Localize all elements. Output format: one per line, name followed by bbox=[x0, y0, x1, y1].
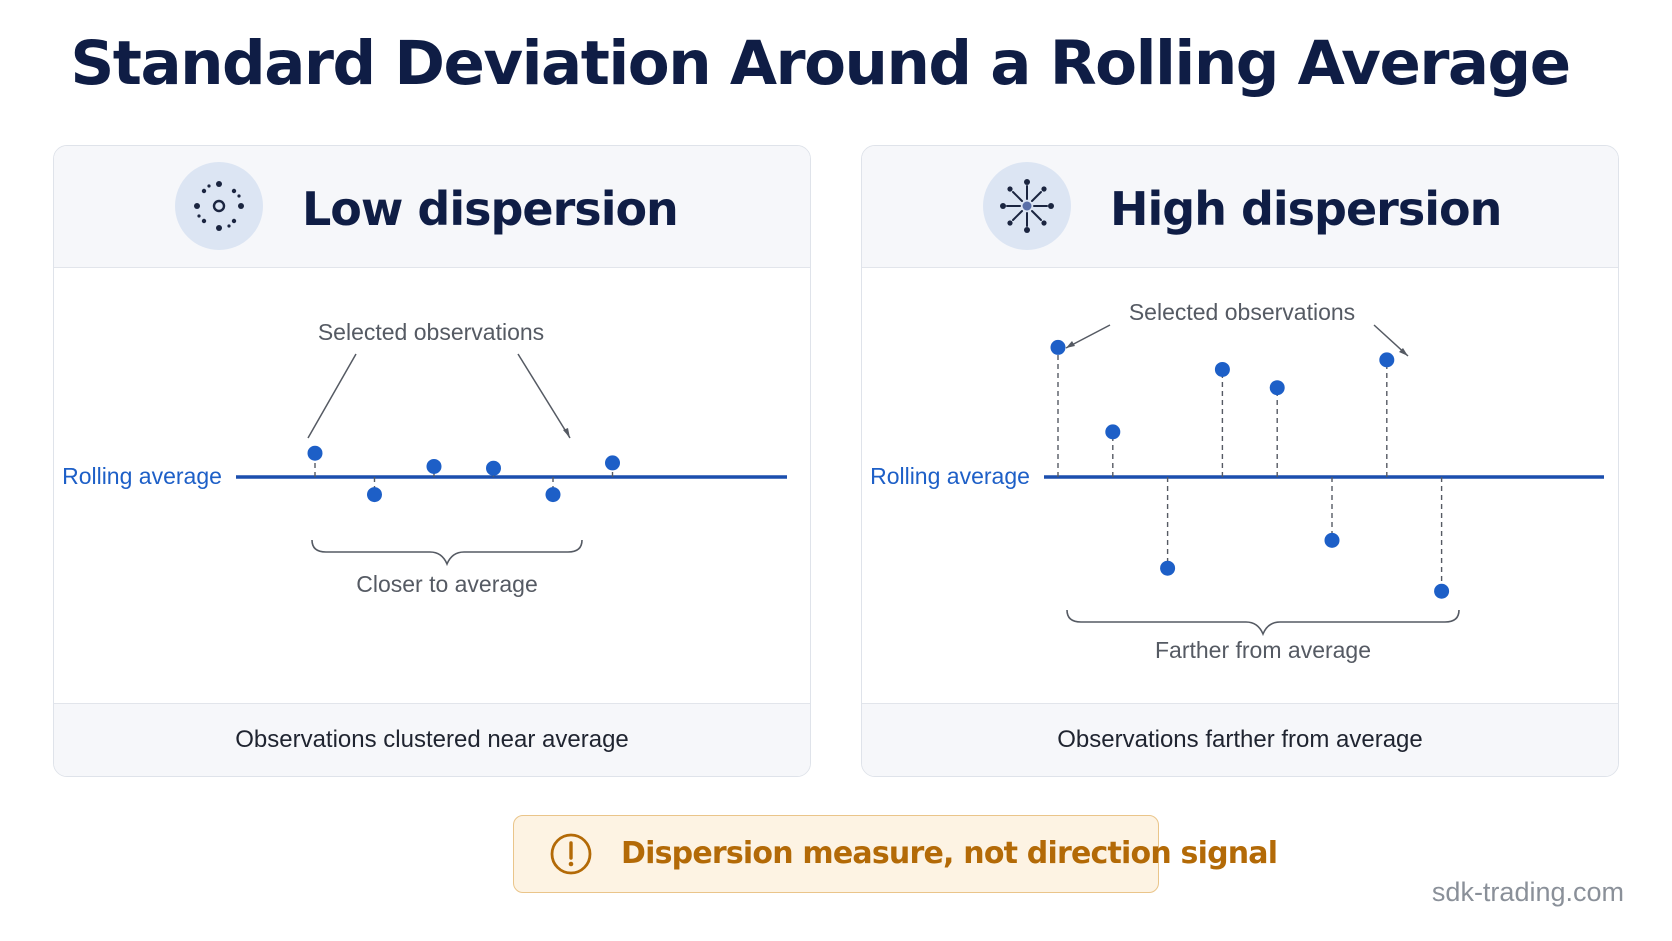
warning-text: Dispersion measure, not direction signal bbox=[621, 836, 1278, 871]
observation-point bbox=[605, 455, 620, 471]
brace-label: Farther from average bbox=[1155, 637, 1371, 663]
observation-point bbox=[1050, 339, 1066, 355]
callout-label: Selected observations bbox=[1129, 299, 1355, 325]
observation-group bbox=[1050, 339, 1450, 599]
warning-box: Dispersion measure, not direction signal bbox=[513, 815, 1278, 893]
clustered-dots-icon bbox=[175, 162, 263, 250]
observation-point bbox=[1160, 560, 1176, 576]
observation-group bbox=[307, 445, 620, 503]
observation-point bbox=[545, 487, 561, 503]
exclamation-icon bbox=[550, 833, 592, 875]
observation-point bbox=[307, 445, 323, 461]
scattered-dots-icon bbox=[983, 162, 1071, 250]
observation-point bbox=[1434, 583, 1450, 599]
high-dispersion-panel: High dispersion Rolling average Selected… bbox=[861, 145, 1619, 777]
callout-label: Selected observations bbox=[318, 319, 544, 345]
observation-point bbox=[426, 458, 442, 474]
baseline-label: Rolling average bbox=[870, 463, 1030, 489]
page-title: Standard Deviation Around a Rolling Aver… bbox=[70, 28, 1571, 99]
watermark: sdk-trading.com bbox=[1431, 877, 1624, 907]
arrowhead bbox=[563, 428, 570, 438]
observation-point bbox=[367, 487, 382, 503]
brace bbox=[311, 539, 583, 567]
observation-point bbox=[1324, 532, 1340, 548]
brace-label: Closer to average bbox=[356, 571, 538, 597]
baseline-label: Rolling average bbox=[62, 463, 222, 489]
high-dispersion-plot: Rolling average Selected observations Fa… bbox=[870, 299, 1604, 663]
observation-point bbox=[1214, 361, 1230, 377]
panel-title: Low dispersion bbox=[302, 182, 679, 236]
observation-point bbox=[1105, 424, 1121, 440]
arrowhead bbox=[1066, 341, 1075, 348]
panel-title: High dispersion bbox=[1110, 182, 1502, 236]
observation-point bbox=[486, 460, 501, 476]
callout-pointer-right bbox=[517, 353, 571, 439]
panel-header: High dispersion bbox=[862, 146, 1618, 268]
panel-header: Low dispersion bbox=[54, 146, 810, 268]
panel-footer: Observations farther from average bbox=[862, 703, 1618, 776]
low-dispersion-panel: Low dispersion Rolling average Selected … bbox=[53, 145, 811, 777]
panel-footer: Observations clustered near average bbox=[54, 703, 810, 776]
observation-point bbox=[1269, 380, 1285, 396]
observation-point bbox=[1379, 352, 1395, 368]
brace bbox=[1066, 609, 1460, 637]
callout-pointer-left bbox=[307, 353, 357, 439]
arrowhead bbox=[1399, 348, 1408, 356]
low-dispersion-plot: Rolling average Selected observations Cl… bbox=[62, 319, 787, 597]
